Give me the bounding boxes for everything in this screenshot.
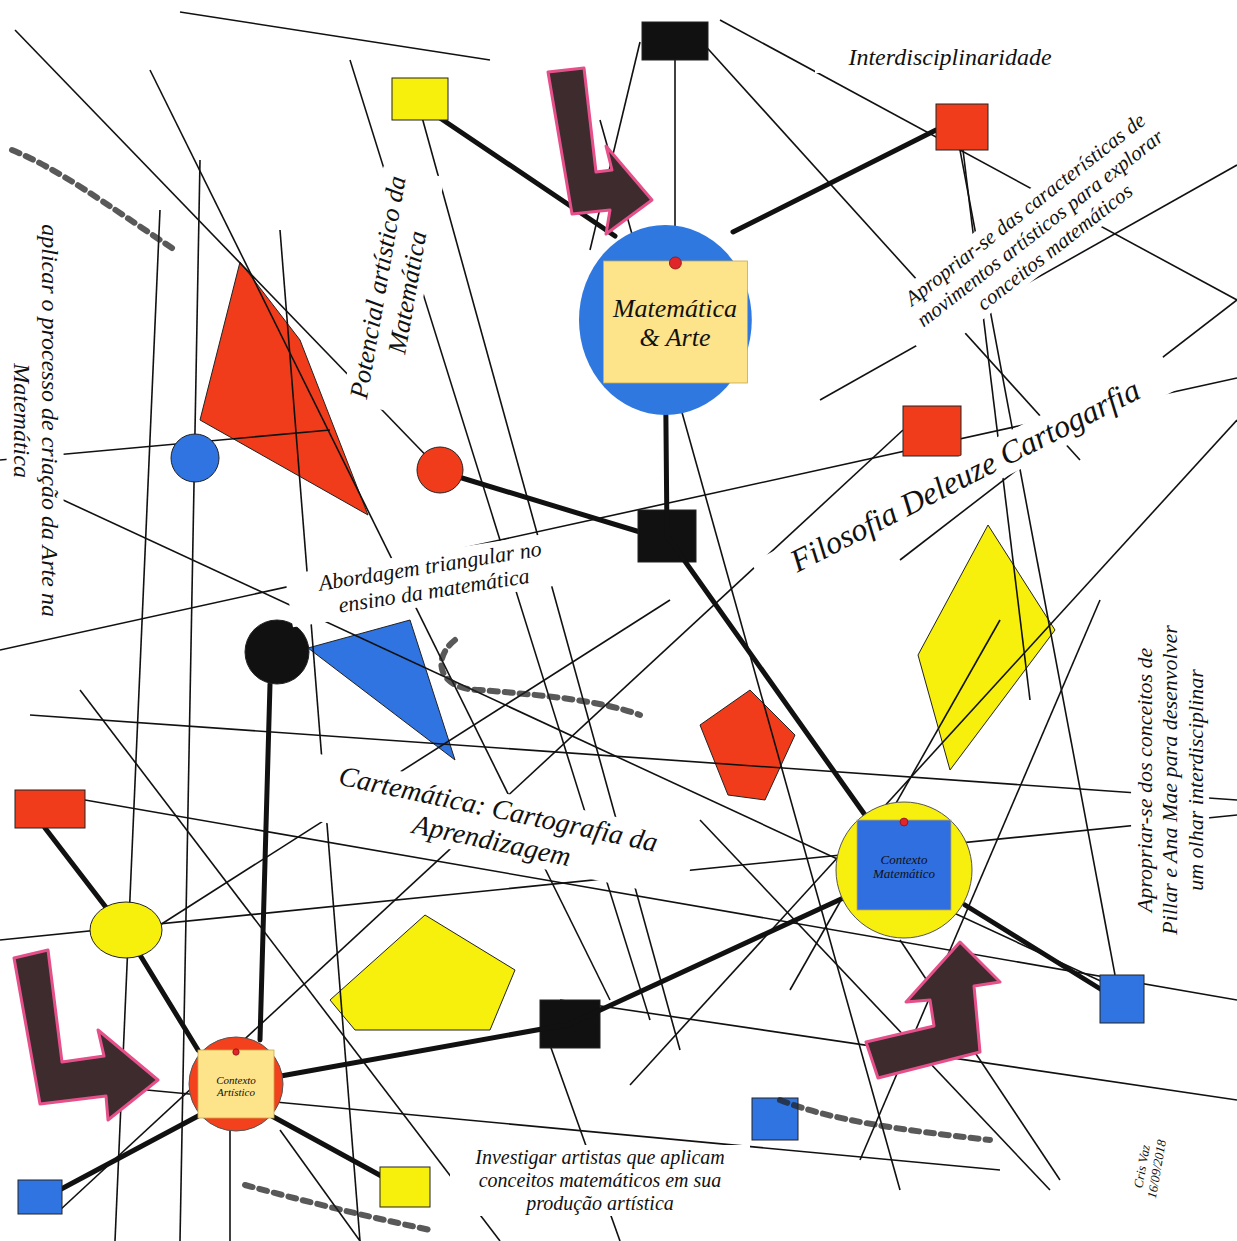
concept-label: Apropriar-se das características de movi…: [883, 94, 1197, 362]
concept-label: Potencial artístico da Matemática: [342, 166, 445, 413]
blue-dot: [171, 434, 219, 482]
grid-line: [30, 715, 1237, 800]
grid-line: [630, 420, 1237, 1085]
red-dot: [417, 447, 463, 493]
zigzag-arrow: [866, 942, 1000, 1078]
grid-line: [700, 820, 1050, 1190]
yellow-square: [380, 1167, 430, 1207]
grid-line: [180, 12, 490, 60]
push-pin: [233, 1049, 239, 1055]
yellow-dot: [90, 902, 162, 958]
grid-line: [600, 120, 900, 1190]
footprint-trail: [441, 640, 640, 715]
concept-label: Filosofia Deleuze Cartogarfia: [751, 353, 1178, 596]
concept-circle: Contexto Artístico: [189, 1037, 283, 1131]
link-line: [270, 1115, 385, 1178]
link-line: [50, 1115, 200, 1195]
link-line: [45, 828, 108, 910]
red-square: [936, 104, 988, 150]
small-shapes: [15, 22, 1144, 1214]
node-text: Contexto Artístico: [206, 1074, 266, 1098]
concept-label: Apropriar-se dos conceitos de Pillar e A…: [1131, 620, 1209, 940]
circle-shape: [836, 802, 972, 938]
yellow-diamond: [918, 525, 1055, 770]
link-line: [462, 478, 640, 532]
node-text-box: Contexto Matemático: [865, 853, 943, 882]
concept-label: Abordagem triangular no ensino da matemá…: [285, 529, 580, 626]
thin-lines: [0, 12, 1237, 1241]
link-line: [140, 955, 198, 1050]
node-text-box: Contexto Artístico: [206, 1074, 266, 1098]
connector: [666, 415, 865, 815]
link-line: [260, 684, 270, 1040]
zigzag-arrow: [14, 950, 158, 1120]
grid-line: [860, 600, 1100, 1160]
concept-label: aplicar o processo de criação da Arte na…: [6, 210, 63, 630]
sticky-note: [857, 820, 951, 910]
circle-shape: [189, 1037, 283, 1131]
black-square: [642, 22, 708, 60]
concept-label: Interdisciplinaridade: [815, 43, 1085, 73]
signature: Cris Vaz 16/09/2018: [1127, 1124, 1173, 1212]
concept-circle: Matemática & Arte: [579, 225, 752, 415]
grid-line: [20, 480, 1120, 990]
connector: [282, 898, 842, 1075]
grid-line: [229, 1130, 231, 1241]
node-text: Contexto Matemático: [865, 853, 943, 882]
blue-square: [18, 1180, 62, 1214]
footprint-trail: [245, 1185, 430, 1230]
red-pentagon: [700, 690, 795, 800]
yellow-pentagon: [330, 915, 515, 1030]
blue-square: [1100, 975, 1144, 1023]
grid-line: [80, 690, 500, 1241]
footprints: [12, 150, 990, 1230]
node-text: Matemática & Arte: [611, 295, 739, 352]
grid-line: [790, 620, 1000, 990]
sticky-note: [603, 261, 747, 383]
link-line: [733, 130, 936, 232]
grid-line: [674, 60, 676, 228]
red-square: [15, 790, 85, 828]
color-polygons: [200, 262, 1055, 1030]
push-pin: [900, 818, 908, 826]
red-square: [903, 406, 961, 456]
big-arrows: [14, 68, 1000, 1120]
push-pin: [669, 257, 681, 269]
grid-line: [280, 1130, 360, 1241]
black-dot: [245, 620, 309, 684]
circle-shape: [579, 225, 752, 415]
node-text-box: Matemática & Arte: [611, 295, 739, 352]
concept-label: Investigar artistas que aplicam conceito…: [450, 1145, 750, 1216]
red-quad: [200, 262, 368, 515]
footprint-trail: [780, 1100, 990, 1140]
concept-label: Cartemática: Cartografia da Aprendizagem: [292, 751, 697, 899]
zigzag-arrow: [548, 68, 652, 234]
yellow-square: [392, 78, 448, 120]
concept-circle: Contexto Matemático: [836, 802, 972, 938]
sticky-note: [198, 1050, 274, 1118]
